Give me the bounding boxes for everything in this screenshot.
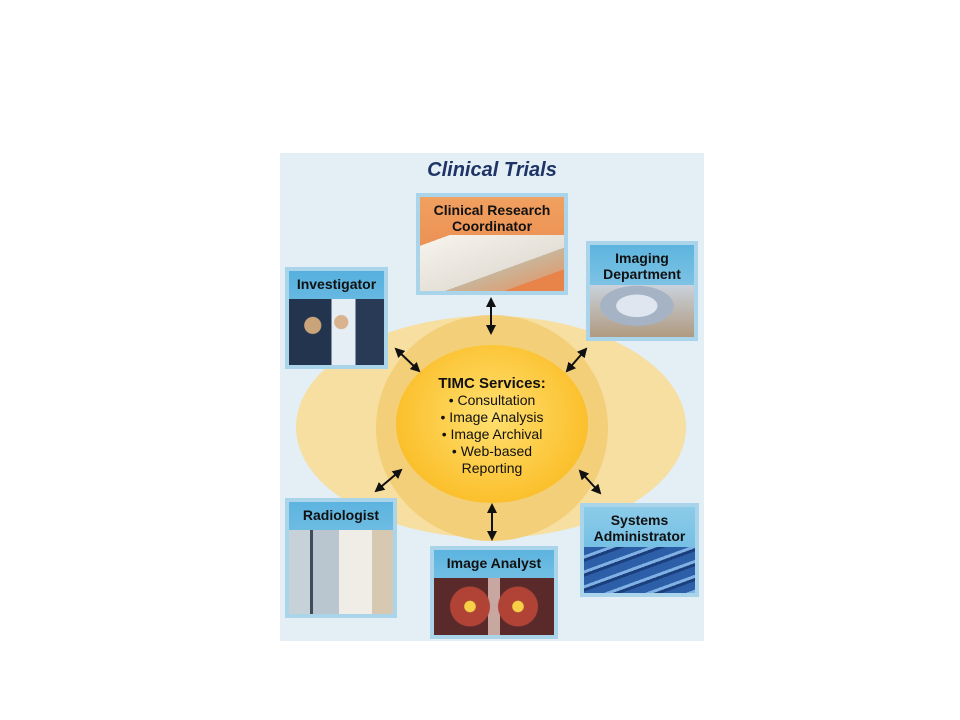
arrow-radiologist — [374, 468, 403, 493]
service-item: Reporting — [461, 460, 523, 476]
keyboard-photo — [584, 547, 695, 593]
role-image-analyst: Image Analyst — [430, 546, 558, 639]
role-label: Administrator — [593, 528, 686, 544]
role-label: Imaging — [615, 250, 669, 266]
role-label: Department — [603, 266, 681, 282]
role-label: Radiologist — [302, 507, 380, 523]
role-radiologist: Radiologist — [285, 498, 397, 618]
arrows — [374, 297, 602, 541]
investigators-photo — [289, 299, 384, 365]
timc-services-circle — [396, 345, 588, 503]
arrow-sysadmin — [578, 469, 602, 495]
clipboard-photo — [420, 235, 564, 291]
service-item: • Image Archival — [441, 426, 543, 442]
services-heading: TIMC Services: — [438, 375, 546, 392]
arrow-investigator — [394, 347, 421, 373]
clinical-trials-diagram: Clinical Trials TIMC Services: • Consult… — [280, 153, 704, 641]
role-label: Coordinator — [451, 218, 533, 234]
role-label: Investigator — [296, 276, 377, 292]
service-item: • Consultation — [448, 392, 536, 408]
kidney-scan-photo — [434, 578, 554, 635]
timc-services-list: TIMC Services: • Consultation • Image An… — [396, 375, 588, 477]
role-investigator: Investigator — [285, 267, 388, 369]
radiologist-photo — [289, 530, 393, 614]
role-label: Image Analyst — [446, 555, 542, 571]
service-item: • Image Analysis — [440, 409, 544, 425]
mri-scanner-photo — [590, 285, 694, 337]
service-item: • Web-based — [451, 443, 533, 459]
arrow-imaging — [565, 347, 588, 373]
role-label: Systems — [610, 512, 669, 528]
role-label: Clinical Research — [433, 202, 551, 218]
diagram-title: Clinical Trials — [427, 159, 557, 181]
